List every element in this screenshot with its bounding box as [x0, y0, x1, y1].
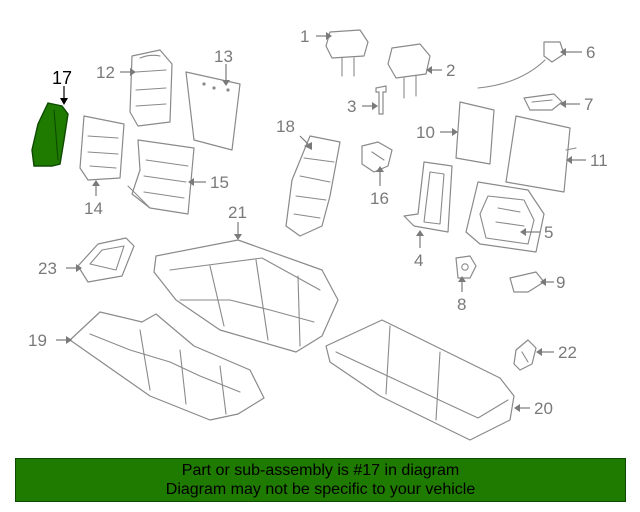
part-19-seat-pan[interactable]: [69, 311, 265, 421]
part-info-banner: Part or sub-assembly is #17 in diagram D…: [15, 458, 626, 502]
part-14-side-panel[interactable]: [79, 115, 125, 181]
part-18-backrest-cushion[interactable]: [285, 135, 341, 237]
callout-22[interactable]: 22: [558, 343, 577, 362]
callout-9[interactable]: 9: [556, 273, 565, 292]
part-20-seat-base[interactable]: [325, 319, 515, 441]
banner-part-line: Part or sub-assembly is #17 in diagram: [181, 462, 460, 479]
callout-13[interactable]: 13: [214, 47, 233, 66]
banner-disclaimer-line: Diagram may not be specific to your vehi…: [165, 481, 476, 498]
callout-1[interactable]: 1: [300, 27, 309, 46]
part-7-latch[interactable]: [523, 93, 563, 111]
callout-23[interactable]: 23: [38, 259, 57, 278]
callout-12[interactable]: 12: [96, 63, 115, 82]
callout-18[interactable]: 18: [276, 117, 295, 136]
callout-11[interactable]: 11: [590, 151, 608, 170]
callout-14[interactable]: 14: [84, 199, 103, 218]
part-4-backrest-frame[interactable]: [403, 161, 453, 233]
part-1-headrest[interactable]: [325, 29, 369, 77]
callout-3[interactable]: 3: [347, 97, 356, 116]
part-23-tray[interactable]: [77, 237, 135, 283]
callout-8[interactable]: 8: [457, 295, 466, 314]
callout-19[interactable]: 19: [28, 331, 47, 350]
part-2-headrest[interactable]: [387, 43, 431, 99]
part-9-clip[interactable]: [509, 271, 545, 293]
seat-parts-diagram: 17 12 13 1 2 3 6 7 10 11 14 15 18 16 21 …: [28, 27, 608, 441]
callout-20[interactable]: 20: [534, 399, 553, 418]
callout-16[interactable]: 16: [370, 189, 389, 208]
callout-21[interactable]: 21: [228, 203, 247, 222]
part-13-backrest-plate[interactable]: [185, 71, 241, 151]
callout-2[interactable]: 2: [446, 61, 455, 80]
part-5-seat-frame[interactable]: [465, 181, 545, 253]
part-17-side-bolster[interactable]: [31, 102, 69, 167]
part-22-trim-piece[interactable]: [513, 339, 537, 371]
part-10-backrest-board[interactable]: [455, 101, 495, 165]
callout-7[interactable]: 7: [584, 95, 593, 114]
part-12-backrest-panel-upper[interactable]: [129, 49, 173, 127]
part-8-bushing[interactable]: [455, 255, 477, 279]
part-11-backrest-board-large[interactable]: [505, 115, 577, 193]
callout-17[interactable]: 17: [52, 68, 72, 88]
callout-labels: 17 12 13 1 2 3 6 7 10 11 14 15 18 16 21 …: [28, 27, 608, 418]
part-21-seat-cushion[interactable]: [153, 239, 339, 353]
part-6-release-cable[interactable]: [477, 41, 565, 89]
callout-10[interactable]: 10: [416, 123, 435, 142]
part-15-backrest-cover[interactable]: [127, 139, 195, 215]
callout-5[interactable]: 5: [544, 223, 553, 242]
callout-6[interactable]: 6: [586, 43, 595, 62]
callout-15[interactable]: 15: [210, 173, 229, 192]
part-16-bracket[interactable]: [361, 141, 393, 173]
callout-4[interactable]: 4: [414, 251, 423, 270]
part-3-headrest-guide[interactable]: [375, 85, 387, 115]
leader-lines: [56, 32, 586, 412]
